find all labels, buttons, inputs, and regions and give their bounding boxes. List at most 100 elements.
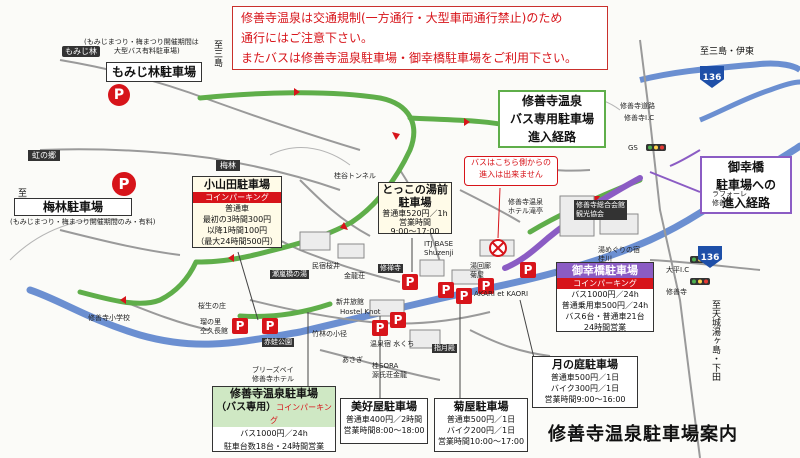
onsen-bus-line-2: 駐車台数18台・24時間営業	[223, 442, 325, 451]
label-akakura: 赤蛙公園	[262, 338, 294, 347]
katsura-river	[26, 142, 800, 348]
label-hostel: Hostel Knot	[340, 308, 381, 316]
tokko-line-2: 営業時間	[399, 218, 431, 227]
label-shimoda-bridge: 瀬嵐橋の湯	[270, 270, 309, 279]
label-akari: AKARI et KAORI	[474, 290, 529, 298]
onsen-bus-title-2: （バス専用）	[216, 402, 277, 413]
koyamada-line-4: （最大24時間500円）	[196, 237, 278, 246]
momijibayashi-parking-pin-icon[interactable]: P	[108, 84, 130, 106]
miyukibashi-line-1: バス1000円／24h	[571, 290, 639, 299]
miyukibashi-approach-route	[502, 175, 643, 271]
miyukibashi-line-3: バス6台・普通車21台	[565, 312, 645, 321]
umebayashi-note: (もみじまつり・梅まつり開催期間のみ・有料)	[10, 218, 156, 226]
label-arai: 新井旅館	[336, 298, 364, 306]
kikuya-line-1: 普通車500円／1日	[446, 415, 516, 424]
tsukinoniwa-parking-card[interactable]: 月の庭駐車場 普通車500円／1日 バイク300円／1日 営業時間9:00～16…	[532, 356, 638, 408]
kikuya-line-2: バイク200円／1日	[446, 426, 516, 435]
tokko-title-1: とっこの湯前	[382, 183, 448, 196]
label-itj-base: ITJ BASE Shuzenji	[424, 240, 454, 257]
label-lafore: ラフォーレ 修善寺	[712, 190, 747, 207]
parking-pin-icon[interactable]: P	[262, 318, 278, 334]
direction-sanjima: 至三島	[212, 40, 222, 67]
tsukinoniwa-line-1: 普通車500円／1日	[550, 373, 620, 382]
label-kinkei: 金龍荘	[344, 272, 365, 280]
traffic-notice: 修善寺温泉は交通規制(一方通行・大型車両通行禁止)のため 通行にはご注意下さい。…	[232, 6, 608, 70]
label-shuzenji-road: 修善寺道路	[620, 102, 655, 110]
label-shuzenji-temple: 修禅寺	[378, 264, 403, 273]
umebayashi-parking-pin-icon[interactable]: P	[112, 172, 136, 196]
label-bamboo: 竹林の小径	[312, 330, 347, 338]
direction-mishima-ito: 至三島・伊東	[700, 47, 755, 57]
label-tourist-office: 修善寺総合会館 観光協会	[574, 200, 627, 220]
route-136-shield-top: 136	[700, 66, 724, 88]
parking-pin-icon[interactable]: P	[390, 312, 406, 328]
miyuki-route-line-3: 進入経路	[721, 196, 770, 210]
notice-line-3: またバスは修善寺温泉駐車場・御幸橋駐車場をご利用下さい。	[241, 51, 578, 65]
tokko-title-2: 駐車場	[398, 196, 432, 209]
nijinosato-label: 虹の郷	[28, 150, 60, 161]
miyukibashi-line-4: 24時間営業	[583, 323, 627, 332]
label-katsuragi-tunnel: 桂谷トンネル	[334, 172, 376, 180]
kikuya-title: 菊屋駐車場	[453, 400, 509, 413]
miyuki-route-line-1: 御幸橋	[727, 160, 764, 174]
parking-pin-icon[interactable]: P	[520, 262, 536, 278]
parking-pin-icon[interactable]: P	[402, 274, 418, 290]
parking-pin-icon[interactable]: P	[372, 320, 388, 336]
label-sakurai: 桜生の庄	[198, 302, 226, 310]
kikuya-parking-card[interactable]: 菊屋駐車場 普通車500円／1日 バイク200円／1日 営業時間10:00～17…	[434, 398, 528, 452]
miyuki-route-line-2: 駐車場への	[715, 178, 776, 192]
label-free-hotel: ブリーズベイ 修善寺ホテル	[252, 366, 294, 383]
label-sora: 桂SORA 源氏荘金龍	[372, 362, 407, 379]
warning-pointer	[497, 187, 501, 239]
momijibayashi-badge: もみじ林	[62, 46, 100, 57]
no-entry-icon	[489, 239, 507, 257]
bus-route-line-2: バス専用駐車場	[509, 112, 594, 126]
miyoshiya-line-1: 普通車400円／2時間	[345, 415, 423, 424]
miyoshiya-parking-card[interactable]: 美好屋駐車場 普通車400円／2時間 営業時間8:00～18:00	[340, 398, 428, 444]
ume-label: 梅林	[216, 160, 240, 171]
label-shuzenji: 修善寺	[666, 288, 687, 296]
label-kawakami: 湯回廊 菊屋	[470, 262, 491, 279]
parking-pin-icon[interactable]: P	[438, 282, 454, 298]
label-asagiri: あさぎ	[342, 356, 363, 364]
onsen-bus-title-1: 修善寺温泉駐車場	[213, 387, 335, 401]
koyamada-line-3: 以降1時間100円	[206, 226, 268, 235]
bus-entry-warning: バスはこちら側からの 進入は出来ません	[464, 156, 558, 186]
miyukibashi-parking-card[interactable]: 御幸橋駐車場 コインパーキング バス1000円／24h 普通乗用車500円／24…	[556, 262, 654, 332]
tsukinoniwa-line-3: 営業時間9:00～16:00	[544, 395, 626, 404]
direction-amagi: 至天城湯ヶ島・下田	[710, 300, 720, 381]
tsukinoniwa-line-2: バイク300円／1日	[550, 384, 620, 393]
parking-pin-icon[interactable]: P	[232, 318, 248, 334]
kikuya-line-3: 営業時間10:00～17:00	[437, 437, 525, 446]
notice-line-1: 修善寺温泉は交通規制(一方通行・大型車両通行禁止)のため	[241, 11, 563, 25]
onsen-bus-coin-label: コインパーキング	[270, 403, 332, 425]
bus-route-line-1: 修善寺温泉	[521, 94, 582, 108]
label-ohira-ic: 大平I.C	[666, 266, 690, 274]
koyamada-title: 小山田駐車場	[204, 178, 270, 191]
parking-pin-icon[interactable]: P	[456, 288, 472, 304]
label-onsen-hotel: 修善寺温泉 ホテル滝亭	[508, 198, 543, 215]
koyamada-parking-card[interactable]: 小山田駐車場 コインパーキング 普通車 最初の3時間300円 以降1時間100円…	[192, 176, 282, 248]
label-gs: GS	[628, 144, 638, 152]
momijibayashi-title[interactable]: もみじ林駐車場	[106, 62, 202, 82]
koyamada-line-2: 最初の3時間300円	[202, 215, 272, 224]
tokko-line-1: 普通車520円／1h	[382, 209, 448, 218]
notice-line-2: 通行にはご注意下さい。	[241, 31, 374, 45]
koyamada-coin-label: コインパーキング	[193, 192, 281, 203]
bus-lot-route-box: 修善寺温泉 バス専用駐車場 進入経路	[498, 90, 606, 148]
miyukibashi-coin-label: コインパーキング	[557, 278, 653, 289]
tokko-parking-card[interactable]: とっこの湯前 駐車場 普通車520円／1h 営業時間 9:00～17:00	[378, 182, 452, 236]
kano-river	[639, 60, 800, 83]
onsen-bus-parking-card[interactable]: 修善寺温泉駐車場 （バス専用）コインパーキング バス1000円／24h 駐車台数…	[212, 386, 336, 452]
parking-pin-icon[interactable]: P	[478, 278, 494, 294]
miyukibashi-route-box: 御幸橋 駐車場への 進入経路	[700, 156, 792, 214]
umebayashi-title[interactable]: 梅林駐車場	[14, 198, 132, 216]
tsukinoniwa-title: 月の庭駐車場	[552, 358, 618, 371]
route-136-shield-bottom: 136	[698, 246, 722, 268]
onsen-bus-line-1: バス1000円／24h	[240, 429, 308, 438]
momijibayashi-note: (もみじまつり・梅まつり開催期間は 大型バス有料駐車場)	[84, 38, 199, 55]
onsen-bus-title-2-row: （バス専用）コインパーキング	[213, 401, 335, 427]
miyukibashi-title: 御幸橋駐車場	[557, 263, 653, 278]
koyamada-line-1: 普通車	[225, 204, 249, 213]
page-title: 修善寺温泉駐車場案内	[548, 424, 738, 445]
